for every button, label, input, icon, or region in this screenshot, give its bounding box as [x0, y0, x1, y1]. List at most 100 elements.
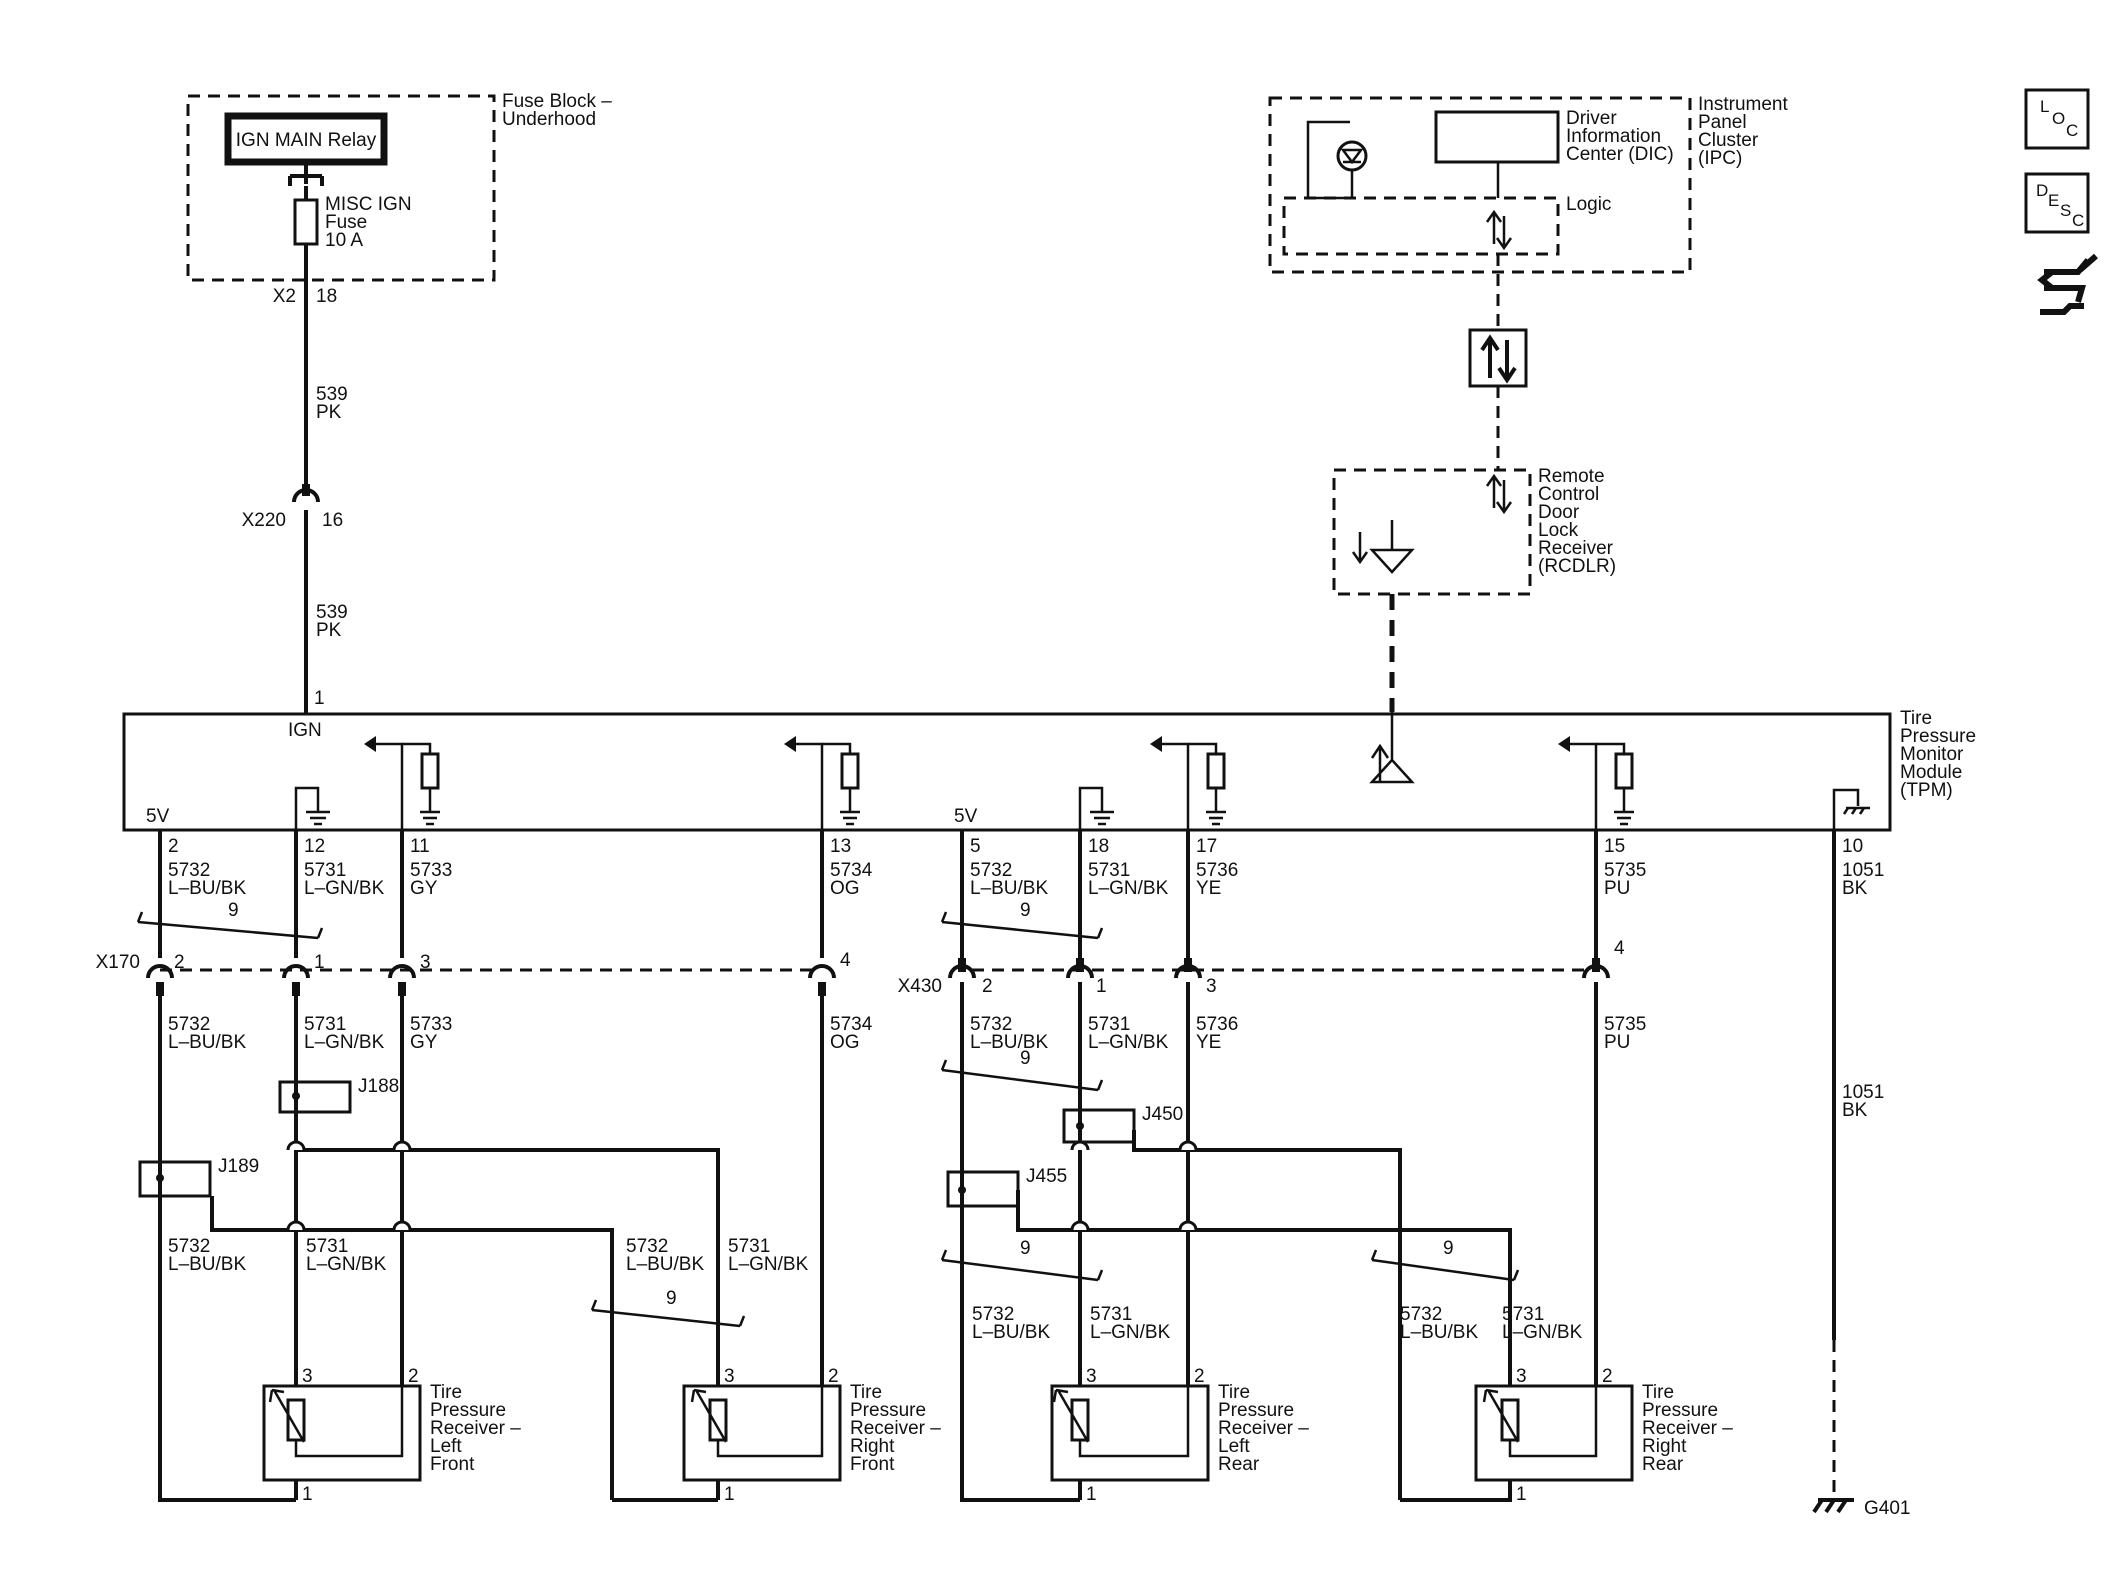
svg-text:C: C	[2066, 121, 2078, 140]
dic-display	[1434, 110, 1560, 164]
svg-text:E: E	[2048, 191, 2059, 210]
bidirectional-arrow-icon	[1485, 209, 1513, 251]
tpm-pin-1: 1	[314, 688, 325, 709]
receiver-title-line: Left	[430, 1436, 462, 1457]
branch-color-b: L–GN/BK	[728, 1254, 809, 1275]
branch-color-a: L–BU/BK	[168, 1254, 246, 1275]
wire-crossover-icon	[1070, 1220, 1090, 1231]
receiver-pin-2: 2	[1194, 1366, 1205, 1387]
wire-crossover-icon	[286, 1140, 306, 1151]
receiver-title-line: Pressure	[850, 1400, 926, 1421]
receiver-title-line: Right	[1642, 1436, 1687, 1457]
fuse-block-underhood: Fuse Block – Underhood IGN MAIN Relay MI…	[186, 91, 612, 307]
fuse-label-2: Fuse	[325, 212, 367, 233]
connector-x170: X170	[96, 952, 140, 973]
tpm-arrow-icon	[364, 736, 376, 752]
connector-tool-icon[interactable]	[2037, 253, 2098, 315]
wire-crossover-icon	[1070, 1140, 1090, 1151]
harness-color: PU	[1604, 1032, 1630, 1053]
tpm-wire-color: YE	[1196, 878, 1221, 899]
inline-pin-icon	[1184, 958, 1192, 972]
variable-arrow-icon	[1052, 1388, 1090, 1443]
twisted-pair-count: 9	[1020, 1238, 1031, 1259]
inline-pin-icon	[958, 958, 966, 972]
tpm-chassis-ground-icon	[1832, 788, 1870, 830]
x170-pin-1: 1	[314, 952, 325, 973]
loc-icon[interactable]: L O C	[2024, 88, 2090, 150]
variable-arrow-icon	[1482, 1388, 1520, 1443]
harness-color: GY	[410, 1032, 438, 1053]
ipc-title-4: (IPC)	[1698, 148, 1742, 169]
svg-text:O: O	[2052, 109, 2065, 128]
harness-color: L–BU/BK	[168, 1032, 246, 1053]
receiver-pin-3: 3	[302, 1366, 313, 1387]
splice-node	[292, 1092, 300, 1100]
branch-color-a: L–BU/BK	[1400, 1322, 1478, 1343]
x170-pin-4: 4	[840, 950, 851, 971]
splice-j455-label: J455	[1026, 1166, 1067, 1187]
rcdlr-data-arrow-icon	[1485, 473, 1513, 515]
wire-crossover-icon	[392, 1140, 412, 1151]
receiver-title-line: Right	[850, 1436, 895, 1457]
receiver-title-line: Pressure	[1218, 1400, 1294, 1421]
desc-icon[interactable]: D E S C	[2024, 172, 2090, 234]
ipc-title-2: Panel	[1698, 112, 1747, 133]
twisted-pair-count: 9	[666, 1288, 677, 1309]
tpm-pullup-wire	[1596, 742, 1626, 754]
ipc-logic-label: Logic	[1566, 194, 1611, 215]
inline-connector-x170: X170 2 1 3 4	[96, 950, 851, 973]
ground-label: G401	[1864, 1498, 1910, 1519]
tpm-arrow-icon	[1558, 736, 1570, 752]
receiver-body	[682, 1384, 842, 1482]
harness-circuit: 5733	[410, 1014, 452, 1035]
harness-color: YE	[1196, 1032, 1221, 1053]
tpm-title-5: (TPM)	[1900, 780, 1953, 801]
tpm-data-line	[1570, 742, 1598, 830]
tpm-pin-number: 13	[830, 836, 851, 857]
twisted-pair-marker	[940, 1059, 1104, 1092]
tpm-wire-color: GY	[410, 878, 438, 899]
fuse-block-title-2: Underhood	[502, 109, 596, 130]
tpm-pullup-resistor	[840, 752, 860, 790]
rcdlr-title-1: Remote	[1538, 466, 1605, 487]
tpm-pin-number: 17	[1196, 836, 1217, 857]
twisted-pair-marker	[136, 911, 324, 940]
tpm-wire-circuit: 5733	[410, 860, 452, 881]
splice-node	[958, 1186, 966, 1194]
branch-circuit-b: 5731	[1502, 1304, 1544, 1325]
tpm-title-4: Module	[1900, 762, 1962, 783]
tpm-wire-circuit: 5735	[1604, 860, 1646, 881]
ground-wire-color: BK	[1842, 1100, 1868, 1121]
ipc-logic-block	[1282, 196, 1560, 256]
tpm-low-ref-ground-icon	[294, 786, 330, 830]
receiver-pin-2: 2	[828, 1366, 839, 1387]
tpm-data-line	[796, 742, 824, 830]
rcdlr-title-5: Receiver	[1538, 538, 1614, 559]
tpm-wire-color: L–BU/BK	[168, 878, 246, 899]
harness-wire-j455-right	[1016, 1190, 1512, 1420]
tpm-wire-color: OG	[830, 878, 860, 899]
tpm-title-1: Tire	[1900, 708, 1932, 729]
tpm-pin-number: 18	[1088, 836, 1109, 857]
tpm-resistor-ground-icon	[420, 788, 440, 826]
inline-pin-icon	[156, 982, 164, 996]
tpm-wire-circuit: 5736	[1196, 860, 1238, 881]
tpm-wire-color: L–GN/BK	[304, 878, 385, 899]
branch-circuit-b: 5731	[306, 1236, 348, 1257]
receiver-pin-1: 1	[1086, 1484, 1097, 1505]
splice-node	[156, 1174, 164, 1182]
variable-arrow-icon	[268, 1388, 306, 1443]
receiver-pin-2: 2	[408, 1366, 419, 1387]
rcdlr-receive-arrow-icon	[1351, 532, 1369, 565]
inline-pin-icon	[818, 982, 826, 996]
receiver-title-line: Rear	[1218, 1454, 1260, 1475]
ign-main-relay-label: IGN MAIN Relay	[236, 130, 377, 151]
splice-j189: J189	[138, 1156, 259, 1198]
branch-color-b: L–GN/BK	[306, 1254, 387, 1275]
svg-text:L: L	[2040, 97, 2049, 116]
